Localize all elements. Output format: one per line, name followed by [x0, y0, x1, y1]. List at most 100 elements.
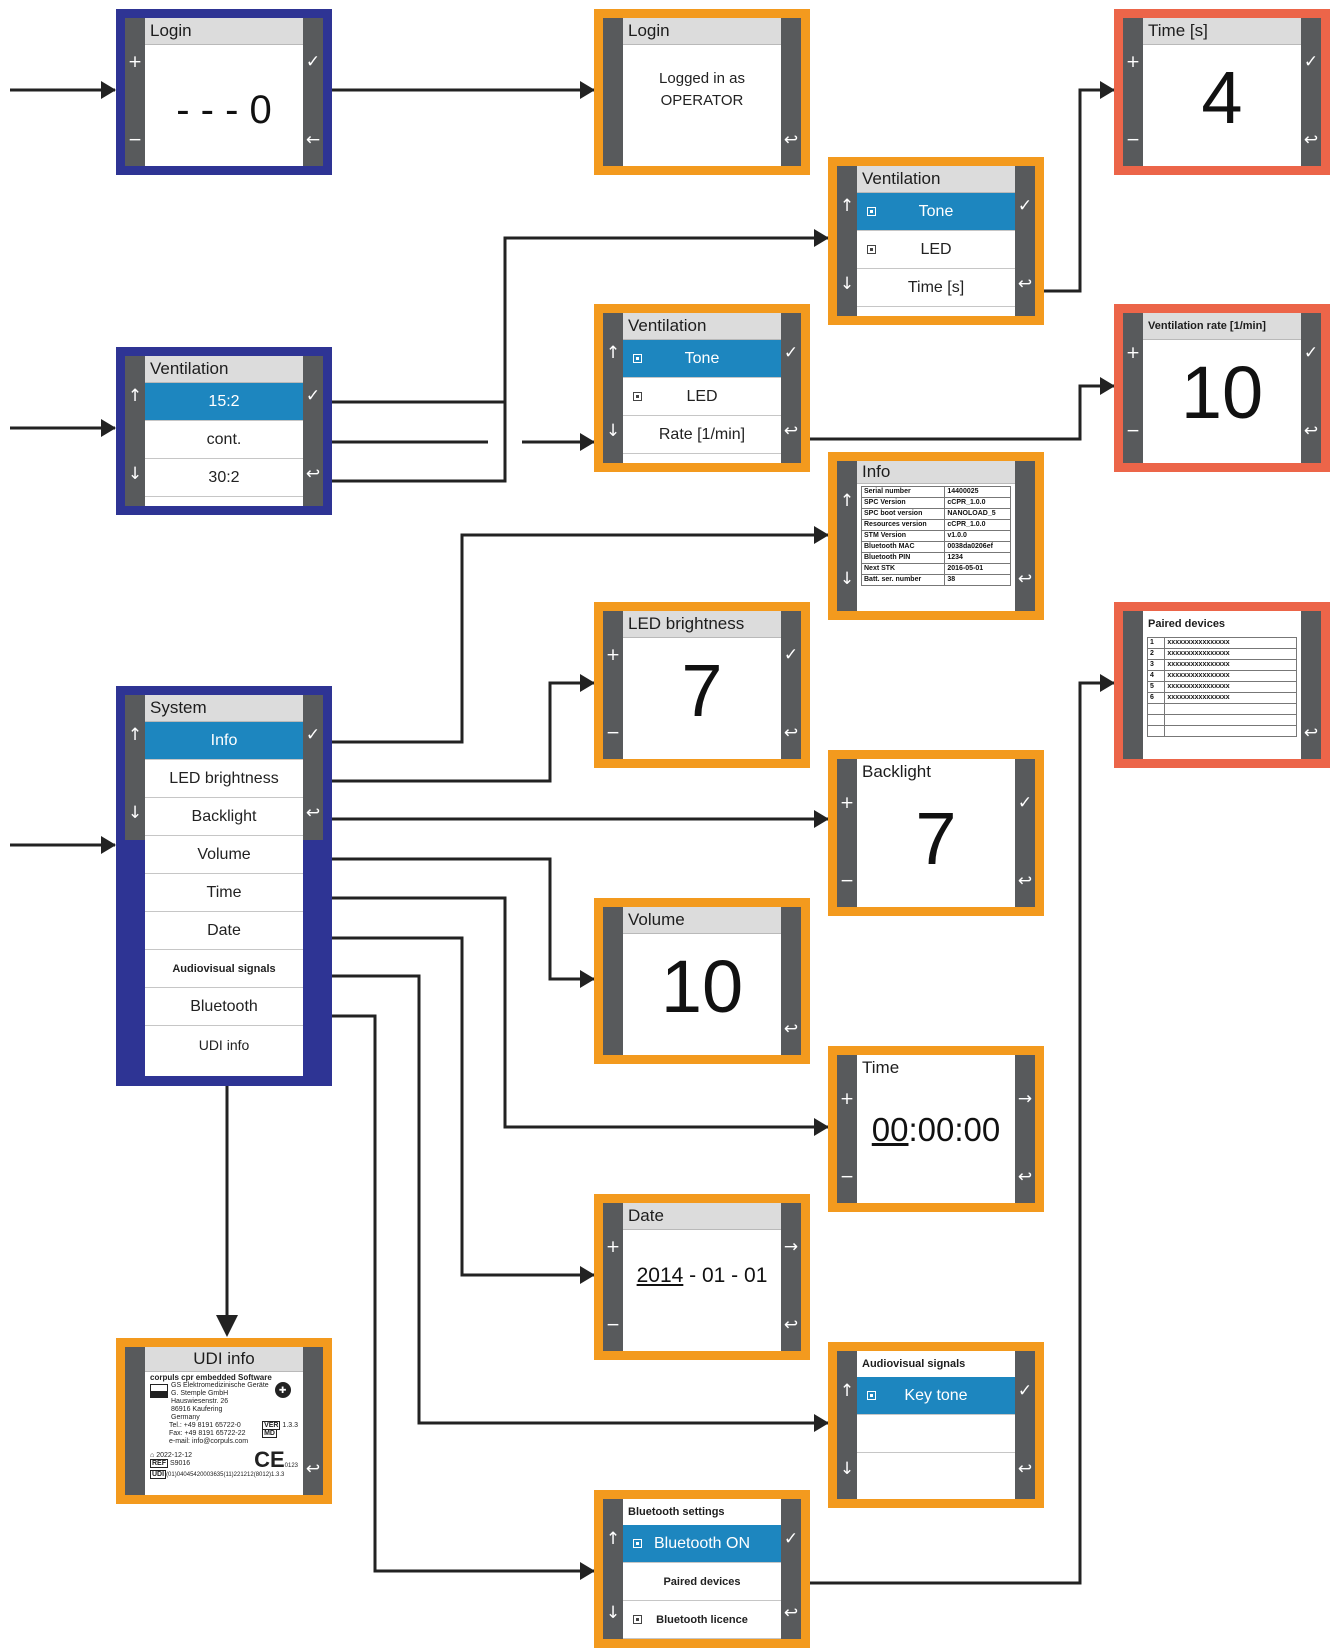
manufacture-date-icon: ⌂ — [150, 1452, 155, 1459]
plus-icon[interactable]: + — [605, 645, 621, 665]
return-icon[interactable]: ↩ — [1303, 723, 1319, 743]
return-icon[interactable]: ↩ — [783, 1019, 799, 1039]
up-arrow-icon[interactable]: ↑ — [839, 1381, 855, 1401]
plus-icon[interactable]: + — [1125, 52, 1141, 72]
menu-item-15-2[interactable]: 15:2 — [145, 383, 303, 421]
checkbox-icon — [867, 244, 876, 254]
return-icon[interactable]: ↩ — [305, 803, 321, 823]
plus-icon[interactable]: + — [1125, 343, 1141, 363]
plus-icon[interactable]: + — [127, 52, 143, 72]
up-arrow-icon[interactable]: ↑ — [605, 343, 621, 363]
return-icon[interactable]: ↩ — [1017, 871, 1033, 891]
volume-to-volume-screen — [300, 857, 594, 981]
minus-icon[interactable]: − — [1125, 421, 1141, 441]
down-arrow-icon[interactable]: ↓ — [605, 421, 621, 441]
return-icon[interactable]: ↩ — [783, 130, 799, 150]
arrowhead — [814, 1118, 829, 1136]
return-icon[interactable]: ↩ — [1017, 274, 1033, 294]
check-icon[interactable]: ✓ — [783, 1529, 799, 1549]
menu-item-bluetooth-licence[interactable]: Bluetooth licence — [623, 1601, 781, 1639]
minus-icon[interactable]: − — [127, 130, 143, 150]
screen-date: + − Date 2014 - 01 - 01 → ↩ — [594, 1194, 810, 1360]
row-label: Batt. ser. number — [860, 574, 946, 586]
check-icon[interactable]: ✓ — [1017, 793, 1033, 813]
check-icon[interactable]: ✓ — [783, 645, 799, 665]
minus-icon[interactable]: − — [605, 1315, 621, 1335]
check-icon[interactable]: ✓ — [1017, 1381, 1033, 1401]
down-arrow-icon[interactable]: ↓ — [839, 569, 855, 589]
down-arrow-icon[interactable]: ↓ — [605, 1603, 621, 1623]
time-rest: :00:00 — [908, 1111, 1001, 1148]
menu-item-led[interactable]: LED — [857, 231, 1015, 269]
menu-item-volume[interactable]: Volume — [145, 836, 303, 874]
check-icon[interactable]: ✓ — [783, 343, 799, 363]
plus-icon[interactable]: + — [839, 793, 855, 813]
down-arrow-icon[interactable]: ↓ — [127, 464, 143, 484]
check-icon[interactable]: ✓ — [305, 386, 321, 406]
vent-302-to-vent-top — [300, 402, 507, 483]
checkbox-icon — [867, 206, 876, 216]
screen-udi-info: UDI info corpuls cpr embedded Software G… — [116, 1338, 332, 1504]
minus-icon[interactable]: − — [1125, 130, 1141, 150]
check-icon[interactable]: ✓ — [305, 52, 321, 72]
led-to-led-screen — [300, 681, 594, 783]
plus-icon[interactable]: + — [839, 1089, 855, 1109]
plus-icon[interactable]: + — [605, 1237, 621, 1257]
row-label: SPC Version — [860, 497, 946, 509]
return-icon[interactable]: ↩ — [783, 421, 799, 441]
return-icon[interactable]: ↩ — [1017, 1459, 1033, 1479]
return-icon[interactable]: ↩ — [783, 1315, 799, 1335]
up-arrow-icon[interactable]: ↑ — [127, 725, 143, 745]
check-icon[interactable]: ✓ — [1303, 52, 1319, 72]
return-icon[interactable]: ↩ — [783, 1603, 799, 1623]
row-value: 0038da0206ef — [944, 541, 1011, 553]
row-value — [1164, 703, 1297, 715]
up-arrow-icon[interactable]: ↑ — [839, 196, 855, 216]
menu-item-cont[interactable]: cont. — [145, 421, 303, 459]
menu-item-led-brightness[interactable]: LED brightness — [145, 760, 303, 798]
return-icon[interactable]: ↩ — [305, 1459, 321, 1479]
arrowhead — [101, 81, 116, 99]
check-icon[interactable]: ✓ — [1017, 196, 1033, 216]
menu-item-led[interactable]: LED — [623, 378, 781, 416]
up-arrow-icon[interactable]: ↑ — [605, 1529, 621, 1549]
minus-icon[interactable]: − — [839, 871, 855, 891]
down-arrow-icon[interactable]: ↓ — [839, 274, 855, 294]
return-icon[interactable]: ↩ — [1303, 421, 1319, 441]
menu-item-info[interactable]: Info — [145, 722, 303, 760]
return-icon[interactable]: ↩ — [783, 723, 799, 743]
return-icon[interactable]: ↩ — [1303, 130, 1319, 150]
menu-item-udi-info[interactable]: UDI info — [198, 1037, 250, 1053]
menu-item-30-2[interactable]: 30:2 — [145, 459, 303, 497]
up-arrow-icon[interactable]: ↑ — [839, 491, 855, 511]
menu-item-date[interactable]: Date — [145, 912, 303, 950]
return-icon[interactable]: ↩ — [1017, 569, 1033, 589]
return-icon[interactable]: ↩ — [1017, 1167, 1033, 1187]
menu-item-key-tone[interactable]: Key tone — [857, 1377, 1015, 1415]
check-icon[interactable]: ✓ — [1303, 343, 1319, 363]
menu-item-tone[interactable]: Tone — [623, 340, 781, 378]
menu-item-backlight[interactable]: Backlight — [145, 798, 303, 836]
minus-icon[interactable]: − — [839, 1167, 855, 1187]
down-arrow-icon[interactable]: ↓ — [839, 1459, 855, 1479]
up-arrow-icon[interactable]: ↑ — [127, 386, 143, 406]
menu-item-time-s[interactable]: Time [s] — [857, 269, 1015, 307]
menu-item-time[interactable]: Time — [145, 874, 303, 912]
screen-title: Ventilation rate [1/min] — [1143, 313, 1301, 340]
menu-item-bluetooth[interactable]: Bluetooth — [145, 988, 303, 1026]
menu-item-tone[interactable]: Tone — [857, 193, 1015, 231]
menu-item-paired-devices[interactable]: Paired devices — [623, 1563, 781, 1601]
check-icon[interactable]: ✓ — [305, 725, 321, 745]
minus-icon[interactable]: − — [605, 723, 621, 743]
menu-item-bluetooth-on[interactable]: Bluetooth ON — [623, 1525, 781, 1563]
right-arrow-icon[interactable]: → — [1017, 1089, 1033, 1109]
down-arrow-icon[interactable]: ↓ — [127, 803, 143, 823]
menu-item-audiovisual-signals[interactable]: Audiovisual signals — [145, 950, 303, 988]
back-arrow-icon[interactable]: ← — [305, 130, 321, 150]
right-arrow-icon[interactable]: → — [783, 1237, 799, 1257]
screen-led-brightness: + − LED brightness 7 ✓ ↩ — [594, 602, 810, 768]
return-icon[interactable]: ↩ — [305, 464, 321, 484]
menu-item-rate[interactable]: Rate [1/min] — [623, 416, 781, 454]
